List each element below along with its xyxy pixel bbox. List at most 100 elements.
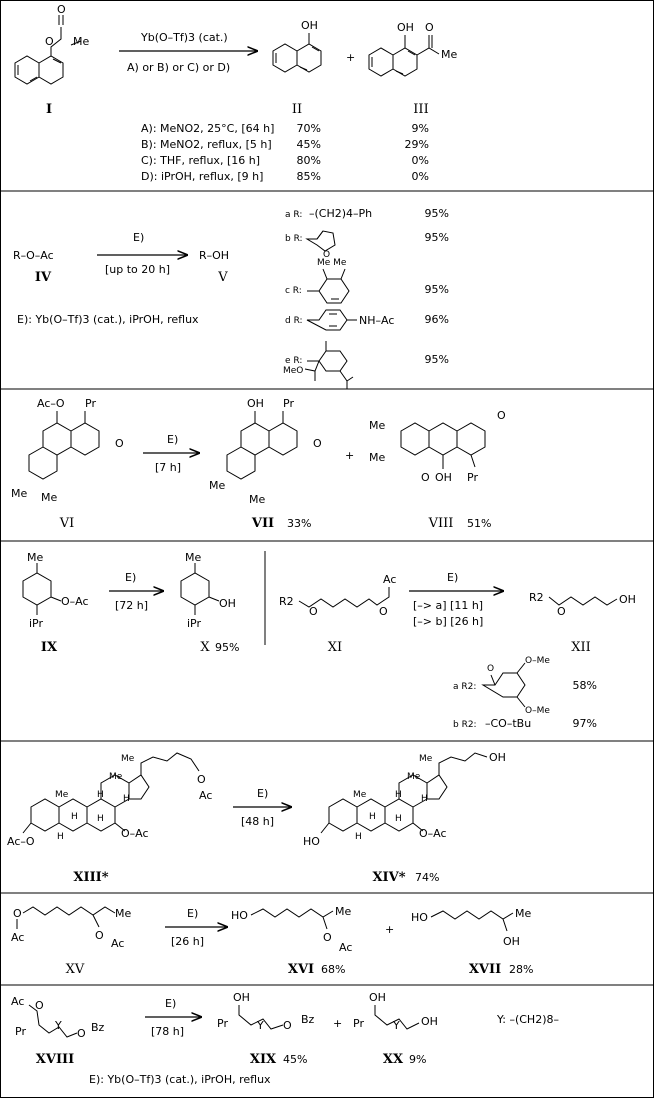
r8-reagent: E) xyxy=(165,997,176,1010)
compound-XII-structure: R2 O OH xyxy=(529,591,636,618)
r8-XX-OH1: OH xyxy=(369,991,386,1004)
r5-XI-O1: O xyxy=(309,605,318,618)
r4-X-yield: 95% xyxy=(215,641,239,654)
r1-row-d-cond: D): iPrOH, reflux, [9 h] xyxy=(141,170,263,183)
r8-XVIII-Ac: Ac xyxy=(11,995,24,1008)
r6-XIV-H5: H xyxy=(355,832,362,842)
r7-XV-O2: O xyxy=(95,929,104,942)
r1-row-d-II: 85% xyxy=(297,170,321,183)
compound-X-structure: Me OH iPr xyxy=(180,551,236,630)
label-IV: IV xyxy=(35,270,52,285)
r6-XIII-Me-19: Me xyxy=(55,790,69,800)
r5-time-b: [–> b] [26 h] xyxy=(413,615,483,628)
r8-XIX-OH: OH xyxy=(233,991,250,1004)
r3-VII-Me2: Me xyxy=(249,493,265,506)
label-I: I xyxy=(46,102,52,117)
r5-XI-Ac: Ac xyxy=(383,573,396,586)
r8-XIX-Pr: Pr xyxy=(217,1017,228,1030)
r3-VIII-Me1: Me xyxy=(369,419,385,432)
r7-XVI-Ac: Ac xyxy=(339,941,352,954)
r4-IX-Me: Me xyxy=(27,551,43,564)
r2-r-group-c: c R: Me Me 95% xyxy=(285,258,449,304)
r6-XIII-H5: H xyxy=(57,832,64,842)
r7-XV-Ac2: Ac xyxy=(111,937,124,950)
r5-b-text: –CO–tBu xyxy=(485,717,531,730)
r8-XVIII-O2: O xyxy=(77,1027,86,1040)
label-XIV: XIV* xyxy=(372,870,405,885)
r4-IX-iPr: iPr xyxy=(29,617,43,630)
r6-XIV-Me-19: Me xyxy=(353,790,367,800)
label-II: II xyxy=(292,102,302,117)
r5-r2-group-a: a R2: O O–Me O–Me 58% xyxy=(453,656,597,716)
r7-XV-Me: Me xyxy=(115,907,131,920)
r8-XIX-Y: Y xyxy=(256,1019,264,1032)
label-XVIII: XVIII xyxy=(36,1052,74,1067)
r7-XVI-O: O xyxy=(323,931,332,944)
r1-row-c-III: 0% xyxy=(412,154,429,167)
label-X: X xyxy=(200,640,210,655)
r6-XIII-OAc: O–Ac xyxy=(121,827,149,840)
r8-XIX-Bz: Bz xyxy=(301,1013,315,1026)
r7-XVII-Me: Me xyxy=(515,907,531,920)
r3-VI-AcO: Ac–O xyxy=(37,397,65,410)
r5-a-O: O xyxy=(487,664,494,674)
r1-row-a-II: 70% xyxy=(297,122,321,135)
compound-XX-structure: OH Pr Y OH xyxy=(353,991,438,1032)
r1-plus: + xyxy=(346,51,355,64)
r8-XX-OH2: OH xyxy=(421,1015,438,1028)
r3-VI-Me2: Me xyxy=(41,491,57,504)
r5-XI-R2: R2 xyxy=(279,595,294,608)
r5-a-yield: 58% xyxy=(573,679,597,692)
r7-XV-Ac1: Ac xyxy=(11,931,24,944)
r6-XIII-H3: H xyxy=(71,812,78,822)
r2-c-methyls: Me Me xyxy=(317,258,347,268)
r5-r2-group-b: b R2: –CO–tBu 97% xyxy=(453,717,597,730)
r3-VII-Me1: Me xyxy=(209,479,225,492)
label-IX: IX xyxy=(41,640,58,655)
r3-VII-Pr: Pr xyxy=(283,397,294,410)
label-III: III xyxy=(413,102,428,117)
r6-XIV-HO: HO xyxy=(303,835,320,848)
r1-row-a-III: 9% xyxy=(412,122,429,135)
compound-XVIII-structure: Ac O Pr Y O Bz xyxy=(11,995,105,1040)
r7-XVII-yield: 28% xyxy=(509,963,533,976)
r2-r-group-e: e R: MeO 95% xyxy=(283,341,449,389)
r3-VIII-O1: O xyxy=(421,471,430,484)
r2-a-yield: 95% xyxy=(425,207,449,220)
r6-XIV-H3: H xyxy=(369,812,376,822)
r3-VIII-OH: OH xyxy=(435,471,452,484)
r7-XVII-HO: HO xyxy=(411,911,428,924)
r8-XIX-yield: 45% xyxy=(283,1053,307,1066)
r7-time: [26 h] xyxy=(171,935,204,948)
r3-VI-Me1: Me xyxy=(11,487,27,500)
label-V: V xyxy=(217,270,228,285)
r4-X-Me: Me xyxy=(185,551,201,564)
r1-conditions: A) or B) or C) or D) xyxy=(127,61,230,74)
label-XIII: XIII* xyxy=(73,870,108,885)
compound-VIII-structure: Me Me O OH Pr O xyxy=(369,409,506,484)
r6-XIII-AcO: Ac–O xyxy=(7,835,35,848)
r6-XIII-O-side: O xyxy=(197,773,206,786)
label-XII: XII xyxy=(571,640,591,655)
compound-I-structure: O O Me xyxy=(14,3,89,85)
r5-XII-O: O xyxy=(557,605,566,618)
r8-time: [78 h] xyxy=(151,1025,184,1038)
r3-VII-yield: 33% xyxy=(287,517,311,530)
label-XV: XV xyxy=(66,962,85,977)
r2-b-ring-O: O xyxy=(323,250,330,260)
label-XIX: XIX xyxy=(250,1052,277,1067)
r4-IX-OAc: O–Ac xyxy=(61,595,89,608)
r5-a-key: a R2: xyxy=(453,682,476,692)
label-VII: VII xyxy=(251,516,274,531)
r3-time: [7 h] xyxy=(155,461,181,474)
r2-time: [up to 20 h] xyxy=(105,263,170,276)
compound-III-structure: OH O Me xyxy=(368,21,457,77)
r8-XVIII-Y: Y xyxy=(54,1019,62,1032)
r3-plus: + xyxy=(345,449,354,462)
r3-VII-O: O xyxy=(313,437,322,450)
r2-e-key: e R: xyxy=(285,356,302,366)
r6-XIV-H2: H xyxy=(421,794,428,804)
r5-XII-OH: OH xyxy=(619,593,636,606)
